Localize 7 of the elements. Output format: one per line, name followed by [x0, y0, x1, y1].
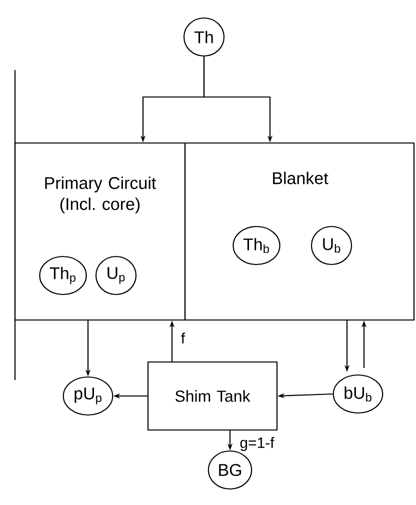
tank-box: Shim Tank: [147, 361, 278, 431]
region-title: Blanket: [273, 172, 328, 184]
region-box: [14, 142, 186, 321]
edge-label: g=1-f: [238, 436, 276, 452]
region-box: [184, 142, 415, 321]
edge-label: f: [180, 332, 186, 344]
region-title: Primary Circuit (Incl. core): [45, 176, 156, 214]
